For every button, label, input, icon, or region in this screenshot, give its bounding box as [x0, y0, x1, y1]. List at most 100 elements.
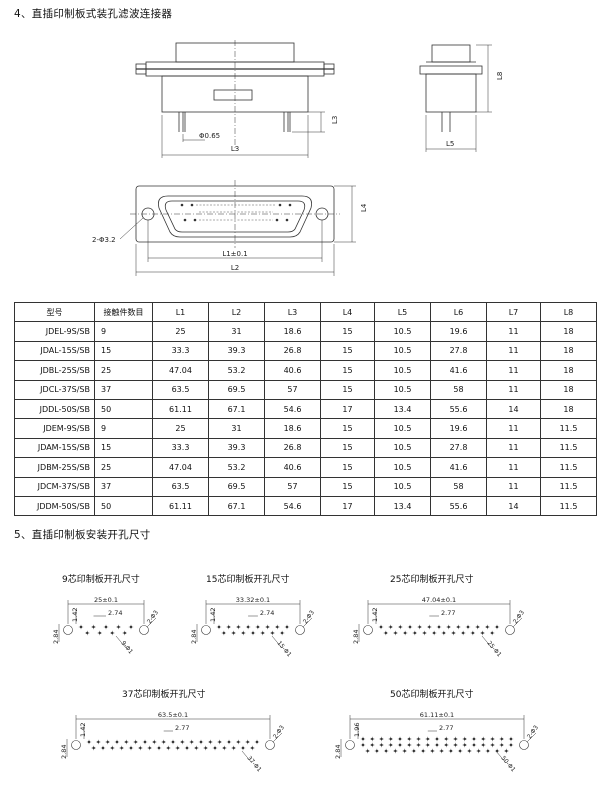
leader-line	[115, 635, 127, 649]
cell-model: JDEM-9S/SB	[14, 418, 95, 439]
cell-l2: 67.1	[208, 495, 265, 517]
connector-drawing: L3 L3 Φ0.65 L5 L8 L4 L1±0.1 L2 2-Φ3.2	[92, 40, 504, 276]
cell-l1: 33.3	[152, 437, 209, 459]
dim-pitch: 2.77	[175, 724, 189, 732]
cell-l5: 10.5	[374, 418, 431, 439]
dim-height: 2.84	[52, 630, 60, 644]
cell-l1: 47.04	[152, 457, 209, 478]
cell-contacts: 25	[94, 457, 153, 478]
dim-mount-holes: 2-Φ3	[272, 724, 286, 740]
dim-l2: L2	[231, 264, 239, 272]
mount-hole-right-icon	[295, 625, 305, 635]
cell-l6: 55.6	[430, 495, 487, 517]
cell-l4: 17	[320, 495, 375, 517]
section-4-title: 4、直插印制板式装孔滤波连接器	[14, 8, 173, 20]
cell-l8: 18	[540, 398, 597, 420]
cell-l7: 11	[486, 360, 541, 381]
mount-hole-left-icon	[345, 740, 355, 750]
mount-hole-right-icon	[265, 740, 275, 750]
cell-l1: 47.04	[152, 360, 209, 381]
cell-model: JDCL-37S/SB	[14, 379, 95, 400]
header-l6: L6	[430, 301, 487, 323]
cell-l5: 10.5	[374, 340, 431, 362]
cell-l3: 26.8	[264, 340, 321, 362]
leader-line	[241, 750, 253, 764]
cell-l1: 63.5	[152, 476, 209, 497]
cell-l6: 19.6	[430, 418, 487, 439]
cell-l6: 58	[430, 476, 487, 497]
leader-line	[526, 732, 537, 743]
dim-pitch: 2.77	[439, 724, 453, 732]
cell-l5: 13.4	[374, 398, 431, 420]
cell-l8: 18	[540, 321, 597, 342]
dim-pin-holes: 37-Φ1	[245, 755, 262, 774]
cell-l1: 63.5	[152, 379, 209, 400]
dim-pin-holes: 25-Φ1	[485, 640, 502, 659]
cell-l7: 11	[486, 457, 541, 478]
table-header-row: 型号 接触件数目 L1 L2 L3 L4 L5 L6 L7 L8	[14, 301, 597, 323]
cell-l4: 15	[320, 476, 375, 497]
cutout-50-caption: 50芯印制板开孔尺寸	[390, 690, 474, 700]
cell-contacts: 9	[94, 418, 153, 439]
cell-l6: 19.6	[430, 321, 487, 342]
dim-row: 1.42	[79, 723, 87, 737]
cell-contacts: 9	[94, 321, 153, 342]
cell-l4: 15	[320, 321, 375, 342]
dim-mount-holes: 2-Φ3	[302, 609, 316, 625]
cell-l7: 11	[486, 321, 541, 342]
cell-l2: 53.2	[208, 360, 265, 381]
dim-height: 2.84	[60, 745, 68, 759]
mount-hole-left-icon	[71, 740, 81, 750]
dim-pitch: 2.74	[108, 609, 122, 617]
cell-model: JDBM-25S/SB	[14, 457, 95, 478]
cell-l8: 11.5	[540, 495, 597, 517]
cell-l2: 39.3	[208, 437, 265, 459]
cell-l6: 41.6	[430, 360, 487, 381]
cutout-25-caption: 25芯印制板开孔尺寸	[390, 575, 474, 585]
cell-l5: 10.5	[374, 321, 431, 342]
cell-l7: 11	[486, 379, 541, 400]
cell-l8: 18	[540, 360, 597, 381]
cutout-9-caption: 9芯印制板开孔尺寸	[62, 575, 140, 585]
dim-width: 63.5±0.1	[158, 711, 188, 719]
dim-pin-holes: 50-Φ1	[499, 755, 516, 774]
cell-contacts: 37	[94, 476, 153, 497]
cell-l4: 15	[320, 360, 375, 381]
cell-l1: 25	[152, 321, 209, 342]
cell-l5: 10.5	[374, 379, 431, 400]
cell-l1: 61.11	[152, 398, 209, 420]
dim-width: 61.11±0.1	[420, 711, 454, 719]
cell-l7: 14	[486, 495, 541, 517]
cell-l1: 33.3	[152, 340, 209, 362]
header-l4: L4	[320, 301, 375, 323]
cell-l2: 53.2	[208, 457, 265, 478]
cell-l5: 10.5	[374, 360, 431, 381]
cell-l7: 14	[486, 398, 541, 420]
dim-height: 2.84	[190, 630, 198, 644]
header-model: 型号	[14, 301, 95, 323]
cell-l1: 61.11	[152, 495, 209, 517]
dim-height: 2.84	[352, 630, 360, 644]
cell-l6: 27.8	[430, 437, 487, 459]
cell-l6: 41.6	[430, 457, 487, 478]
cell-l8: 18	[540, 340, 597, 362]
dim-l8: L8	[496, 72, 504, 80]
cell-l8: 18	[540, 379, 597, 400]
leader-line	[146, 617, 157, 628]
cell-l7: 11	[486, 340, 541, 362]
dim-height: 2.84	[334, 745, 342, 759]
cell-l2: 39.3	[208, 340, 265, 362]
cell-l7: 11	[486, 437, 541, 459]
dim-pin-diameter: Φ0.65	[199, 132, 220, 140]
dim-l5: L5	[446, 140, 454, 148]
cell-l4: 15	[320, 418, 375, 439]
dim-l1: L1±0.1	[222, 250, 247, 258]
cell-l3: 54.6	[264, 495, 321, 517]
header-l5: L5	[374, 301, 431, 323]
cell-l8: 11.5	[540, 418, 597, 439]
